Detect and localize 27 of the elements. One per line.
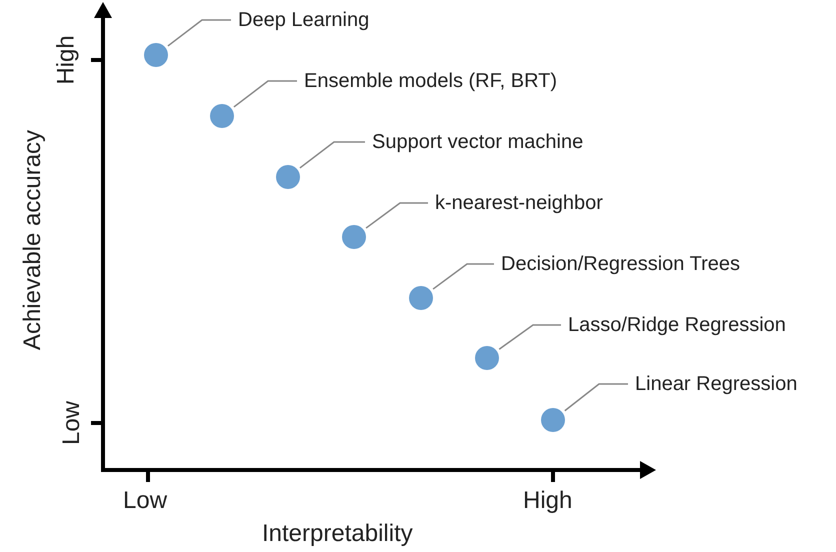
axis-tick-label: Low (58, 400, 86, 446)
data-point (541, 408, 565, 432)
leader-line (299, 141, 365, 169)
method-label: Lasso/Ridge Regression (568, 313, 786, 337)
axis-title: Achievable accuracy (19, 130, 48, 350)
method-label: Support vector machine (372, 130, 584, 154)
method-label: Decision/Regression Trees (501, 252, 740, 276)
axis-tick-label: High (52, 35, 81, 85)
leader-line (564, 383, 628, 412)
method-label: Deep Learning (238, 8, 370, 32)
axis-title: Interpretability (262, 520, 413, 548)
leader-line (233, 80, 297, 108)
leader-line (167, 19, 231, 47)
method-label: k-nearest-neighbor (435, 191, 603, 215)
leader-line (366, 202, 428, 229)
axis-tick-label: Low (123, 487, 168, 515)
data-point (409, 286, 433, 310)
leader-line (432, 263, 494, 290)
method-label: Linear Regression (635, 372, 798, 396)
data-point (210, 104, 234, 128)
data-point (475, 346, 499, 370)
axis-tick-label: High (523, 487, 572, 515)
data-point (144, 43, 168, 67)
method-label: Ensemble models (RF, BRT) (304, 69, 558, 93)
data-point (276, 165, 300, 189)
data-point (342, 225, 366, 249)
leader-line (498, 324, 561, 350)
